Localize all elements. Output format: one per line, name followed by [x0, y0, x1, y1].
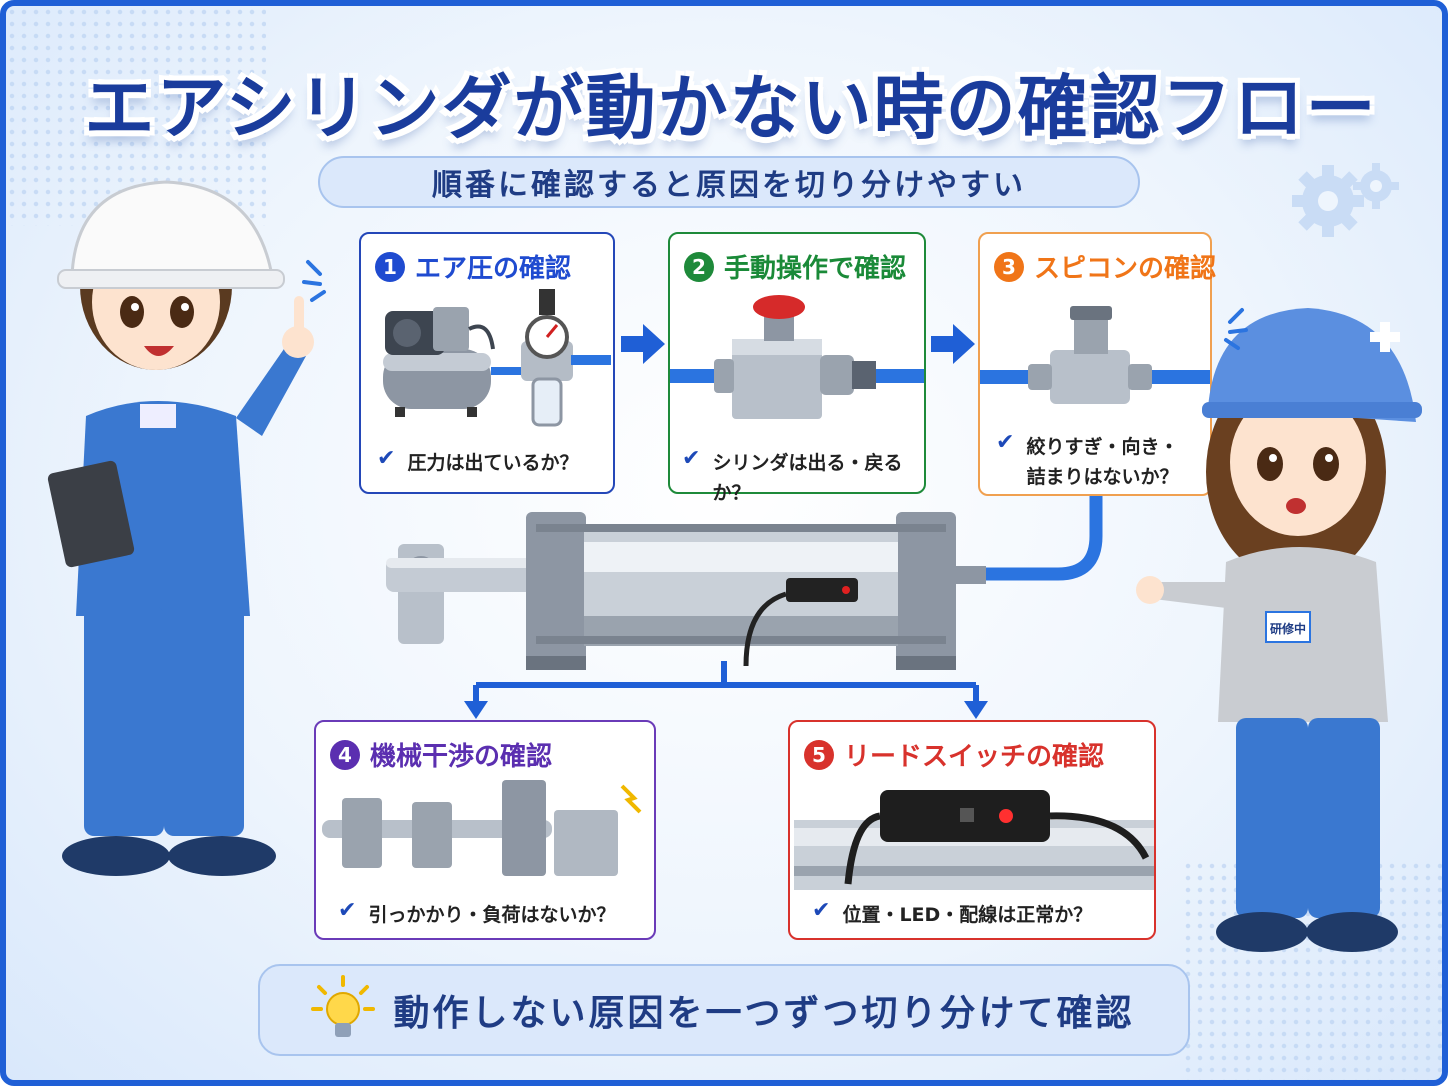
- page-title: エアシリンダが動かない時の確認フロー: [84, 67, 1378, 149]
- page-subtitle: 順番に確認すると原因を切り分けやすい: [318, 156, 1140, 208]
- check-icon: ✔: [812, 898, 831, 923]
- step-title: エア圧の確認: [415, 254, 572, 284]
- check-text: 絞りすぎ・向き・: [1026, 436, 1179, 458]
- step-card-air-pressure: 1 エア圧の確認 ✔ 圧力は出ているか？: [359, 232, 615, 494]
- step-number: 3: [994, 251, 1024, 282]
- step-number: 1: [375, 251, 405, 282]
- step-card-manual-operation: 2 手動操作で確認 ✔ シリンダは出る・戻るか？: [668, 232, 926, 504]
- arrow-right-icon: [931, 324, 975, 364]
- check-lines: 絞りすぎ・向き・ 詰まりはないか？: [1026, 432, 1178, 492]
- worker-male-illustration: [47, 180, 314, 876]
- interference-illustration: [322, 780, 642, 876]
- step-heading: 4 機械干渉の確認: [330, 736, 552, 773]
- check-text: 詰まりはないか？: [1026, 466, 1179, 488]
- check-icon: ✔: [338, 898, 357, 923]
- step-title: 手動操作で確認: [724, 254, 907, 284]
- check-text: 引っかかり・負荷はないか？: [368, 904, 616, 926]
- arrow-right-icon: [621, 324, 665, 364]
- summary-text: 動作しない原因を一つずつ切り分けて確認: [393, 993, 1135, 1034]
- check-icon: ✔: [996, 430, 1015, 455]
- trainee-badge: 研修中: [1270, 621, 1306, 636]
- summary-banner: 動作しない原因を一つずつ切り分けて確認: [258, 964, 1190, 1056]
- step-card-speed-controller: 3 スピコンの確認 ✔ 絞りすぎ・向き・ 詰まりはないか？: [978, 232, 1216, 496]
- gear-icon: [1292, 163, 1399, 237]
- sparkle-icon: [1224, 308, 1248, 350]
- step-check: ✔ 絞りすぎ・向き・ 詰まりはないか？: [996, 432, 1178, 492]
- step-number: 5: [804, 739, 834, 770]
- air-cylinder-illustration: [386, 496, 1103, 670]
- step-heading: 2 手動操作で確認: [684, 248, 906, 285]
- step-heading: 1 エア圧の確認: [375, 248, 571, 285]
- branch-arrow-icon: [464, 661, 988, 719]
- reed-switch-illustration: [794, 790, 1154, 890]
- manual-valve-illustration: [670, 295, 924, 419]
- step-title: リードスイッチの確認: [844, 742, 1105, 772]
- step-heading: 5 リードスイッチの確認: [804, 736, 1104, 773]
- step-number: 4: [330, 739, 360, 770]
- speed-controller-illustration: [980, 306, 1210, 404]
- worker-female-illustration: 研修中: [1136, 308, 1422, 952]
- step-check: ✔ 引っかかり・負荷はないか？: [338, 900, 615, 930]
- check-text: 圧力は出ているか？: [407, 452, 579, 474]
- check-icon: ✔: [682, 446, 701, 471]
- step-title: スピコンの確認: [1034, 254, 1217, 284]
- step-card-reed-switch: 5 リードスイッチの確認 ✔ 位置・LED・配線は正常か？: [788, 720, 1156, 940]
- step-title: 機械干渉の確認: [370, 742, 553, 772]
- check-icon: ✔: [377, 446, 396, 471]
- step-card-mechanical-interference: 4 機械干渉の確認 ✔ 引っかかり・負荷はないか？: [314, 720, 656, 940]
- check-text: 位置・LED・配線は正常か？: [842, 904, 1093, 926]
- step-heading: 3 スピコンの確認: [994, 248, 1216, 285]
- sparkle-icon: [302, 260, 326, 302]
- step-check: ✔ シリンダは出る・戻るか？: [682, 448, 924, 508]
- lightbulb-icon: [311, 975, 376, 1037]
- step-check: ✔ 圧力は出ているか？: [377, 448, 578, 478]
- compressor-illustration: [383, 289, 611, 427]
- step-number: 2: [684, 251, 714, 282]
- check-text: シリンダは出る・戻るか？: [712, 452, 903, 504]
- step-check: ✔ 位置・LED・配線は正常か？: [812, 900, 1092, 930]
